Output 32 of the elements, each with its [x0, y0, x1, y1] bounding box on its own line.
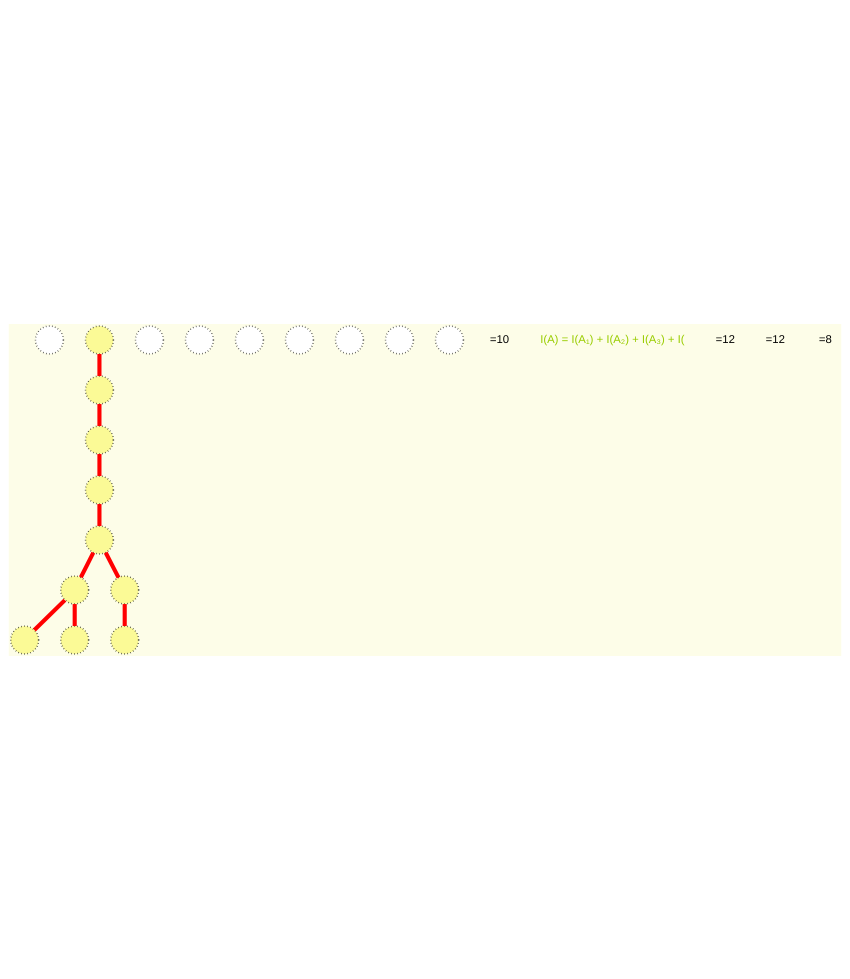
- connector: [72, 604, 77, 626]
- connector: [97, 404, 102, 426]
- connector: [104, 551, 120, 578]
- node-circle: [284, 324, 314, 354]
- node-circle: [84, 424, 114, 454]
- label: =12: [766, 333, 785, 346]
- node-circle: [60, 624, 90, 654]
- connector: [97, 354, 102, 376]
- connector: [32, 598, 66, 631]
- node-circle: [84, 474, 114, 504]
- node-circle: [134, 324, 164, 354]
- connector: [122, 604, 127, 626]
- node-circle: [234, 324, 264, 354]
- node-circle: [384, 324, 414, 354]
- node-circle: [10, 624, 40, 654]
- node-circle: [110, 624, 140, 654]
- node-circle: [84, 324, 114, 354]
- label: =10: [490, 333, 510, 346]
- node-circle: [34, 324, 64, 354]
- node-circle: [334, 324, 364, 354]
- connector: [97, 504, 102, 526]
- label: =8: [818, 333, 832, 346]
- connector: [79, 551, 96, 578]
- label: =12: [716, 333, 735, 346]
- node-circle: [60, 574, 90, 604]
- node-circle: [84, 374, 114, 404]
- node-circle: [184, 324, 214, 354]
- label: I(A) = I(A₁) + I(A₂) + I(A₃) + I(: [540, 333, 685, 346]
- node-circle: [110, 574, 140, 604]
- node-circle: [434, 324, 464, 354]
- node-circle: [84, 524, 114, 554]
- connector: [97, 454, 102, 476]
